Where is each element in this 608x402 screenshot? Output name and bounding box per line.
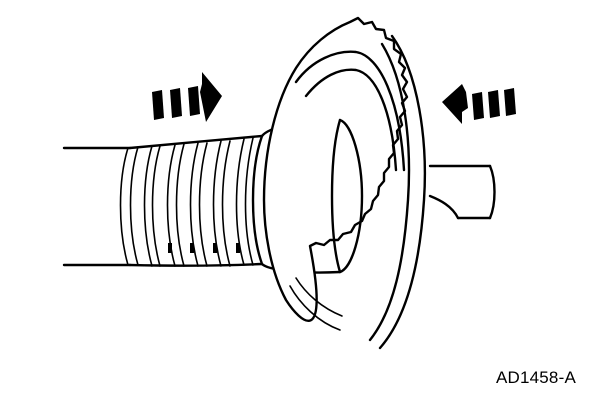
left-shaft [62,134,264,267]
shaft-splines [119,137,254,267]
triple-chevron-arrow-left-icon [442,84,516,124]
triple-chevron-arrow-right-icon [152,72,222,122]
gear-disc [262,16,427,350]
right-shaft [428,164,496,220]
figure-code: AD1458-A [495,368,576,387]
